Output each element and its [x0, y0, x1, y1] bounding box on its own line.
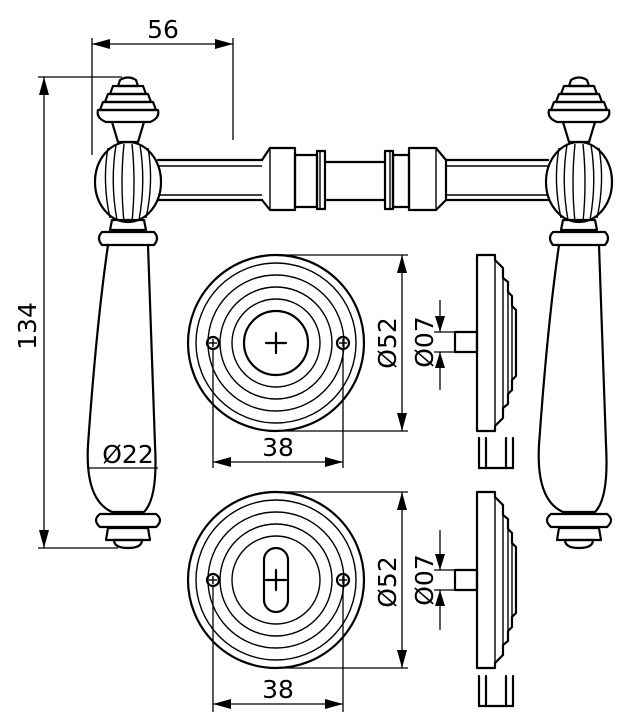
- rose-bottom-side-view: [453, 490, 518, 708]
- dimension-label-d07-top: Ø07: [410, 316, 439, 368]
- dimension-label-38-top: 38: [262, 433, 294, 462]
- left-lever-handle: [86, 76, 163, 550]
- dimension-rose-top: 38 Ø52 Ø07: [212, 254, 470, 468]
- dimension-grip-diameter: Ø22: [88, 440, 158, 469]
- lever-arm-and-spindle: [156, 146, 550, 212]
- screw-icon: [205, 335, 221, 351]
- dimension-label-38-bottom: 38: [262, 675, 294, 704]
- dimension-label-d07-bottom: Ø07: [410, 554, 439, 606]
- screw-icon: [335, 572, 351, 588]
- dimension-overall-height: 134: [13, 76, 122, 549]
- dimension-label-134: 134: [13, 302, 42, 350]
- rose-bottom-front-view: [186, 490, 366, 670]
- right-lever-handle: [537, 76, 614, 550]
- dimension-label-d52-top: Ø52: [373, 317, 402, 369]
- dimension-label-d52-bottom: Ø52: [373, 556, 402, 608]
- screw-icon: [335, 335, 351, 351]
- rose-top-side-view: [453, 253, 518, 470]
- dimension-lever-projection: 56: [91, 15, 234, 155]
- rose-top-front-view: [186, 253, 366, 433]
- dimension-label-d22: Ø22: [102, 440, 154, 469]
- dimension-label-56: 56: [147, 15, 179, 44]
- dimension-rose-bottom: 38 Ø52 Ø07: [212, 491, 470, 712]
- screw-icon: [205, 572, 221, 588]
